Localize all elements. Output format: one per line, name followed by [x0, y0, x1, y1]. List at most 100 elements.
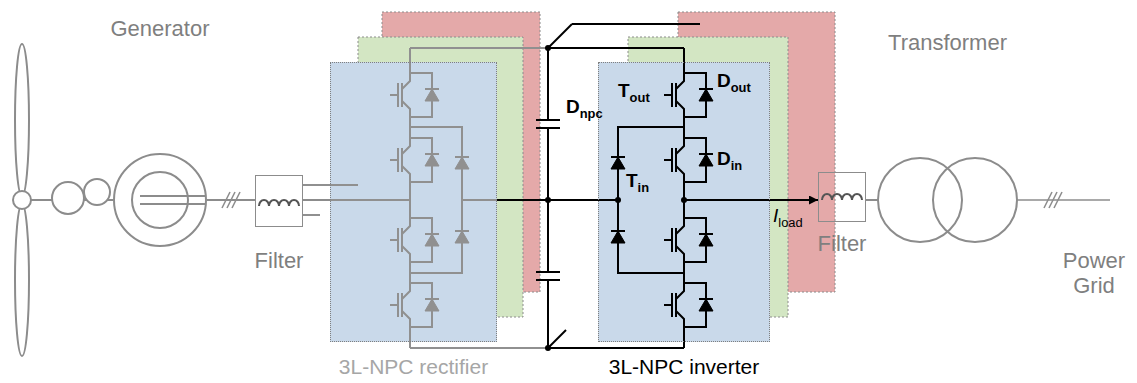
wire	[611, 156, 625, 158]
wire	[699, 233, 713, 235]
node-label: Filter	[818, 231, 867, 256]
dc-link-wiring	[536, 24, 770, 348]
rectifier-wiring	[303, 48, 548, 348]
node-label: Filter	[255, 248, 304, 273]
diode-symbol	[611, 231, 625, 243]
subscript: npc	[580, 106, 603, 121]
component-label: Din	[717, 148, 742, 170]
symbol-letter: D	[717, 148, 731, 169]
wire	[402, 275, 410, 299]
wire	[390, 239, 398, 241]
current-label: Iload	[773, 205, 803, 227]
wire	[401, 83, 403, 107]
wire	[675, 293, 677, 317]
diode-symbol	[699, 89, 713, 101]
wire	[401, 148, 403, 172]
filter-box: Filter	[818, 172, 866, 222]
wire	[676, 166, 684, 190]
wire	[664, 304, 672, 306]
symbol-letter: T	[626, 170, 638, 191]
node-label: Transformer	[888, 30, 1007, 55]
node-label: Generator	[110, 16, 209, 41]
diode-symbol	[699, 154, 713, 166]
symbol-letter: D	[566, 96, 580, 117]
filter-box: Filter	[255, 175, 303, 227]
wire	[664, 159, 672, 161]
component-label: Tin	[626, 170, 649, 192]
wire	[402, 166, 410, 190]
wire	[455, 230, 469, 232]
wire	[390, 304, 398, 306]
junction-dots	[545, 45, 687, 351]
diode-symbol	[425, 234, 439, 246]
subscript: load	[778, 215, 802, 230]
wire	[409, 270, 411, 275]
inverter-panel: 3L-NPC inverter	[598, 62, 770, 342]
component-label: Tout	[618, 80, 650, 102]
diode-symbol	[611, 157, 625, 169]
wire	[683, 270, 685, 275]
symbol-letter: T	[618, 80, 630, 101]
wire	[699, 153, 713, 155]
grid-label: Power Grid	[1058, 248, 1130, 299]
wire	[402, 210, 410, 234]
connector-wire	[770, 199, 818, 201]
generator-circle: Generator	[113, 153, 207, 247]
diode-symbol	[455, 231, 469, 243]
wire	[676, 210, 684, 234]
wire	[676, 130, 684, 154]
generator-symbol	[132, 172, 205, 228]
component-label: Dout	[717, 70, 751, 92]
wire	[409, 125, 411, 130]
connector-wire	[303, 199, 330, 201]
node-label: 3L-NPC inverter	[609, 355, 760, 379]
wire	[676, 246, 684, 270]
wire	[676, 311, 684, 335]
wire	[390, 94, 398, 96]
semiconductor-devices	[390, 48, 713, 348]
transformer-symbol	[878, 158, 1017, 242]
inductor-symbol	[259, 194, 862, 206]
node-label: 3L-NPC rectifier	[339, 355, 488, 379]
connector-wire	[497, 199, 598, 201]
transformer-symbol: Transformer	[878, 158, 1017, 242]
wire	[409, 190, 411, 210]
diode-symbol	[455, 157, 469, 169]
three-phase-marks	[222, 192, 1110, 208]
wire	[402, 101, 410, 125]
wire	[699, 88, 713, 90]
connector-wire	[207, 199, 255, 201]
wire	[675, 148, 677, 172]
wire	[675, 228, 677, 252]
component-label: Dnpc	[566, 96, 603, 118]
wire	[664, 94, 672, 96]
diode-symbol	[425, 89, 439, 101]
wire	[611, 230, 625, 232]
wire	[401, 293, 403, 317]
phase-panels	[330, 12, 835, 342]
wire	[664, 239, 672, 241]
diode-symbol	[425, 299, 439, 311]
connector-wire	[866, 199, 878, 201]
subscript: in	[731, 158, 742, 173]
wire	[676, 101, 684, 125]
diode-symbol	[699, 299, 713, 311]
subscript: in	[638, 180, 649, 195]
wire	[675, 83, 677, 107]
symbol-letter: I	[773, 205, 778, 226]
subscript: out	[630, 90, 650, 105]
wire	[683, 125, 685, 130]
wire	[425, 233, 439, 235]
wire	[402, 65, 410, 89]
wire	[425, 298, 439, 300]
rectifier-panel: 3L-NPC rectifier	[330, 62, 497, 342]
wire	[402, 311, 410, 335]
diode-symbol	[699, 234, 713, 246]
wire	[425, 153, 439, 155]
wire	[402, 246, 410, 270]
wire	[683, 190, 685, 210]
wire	[425, 88, 439, 90]
wire	[390, 159, 398, 161]
